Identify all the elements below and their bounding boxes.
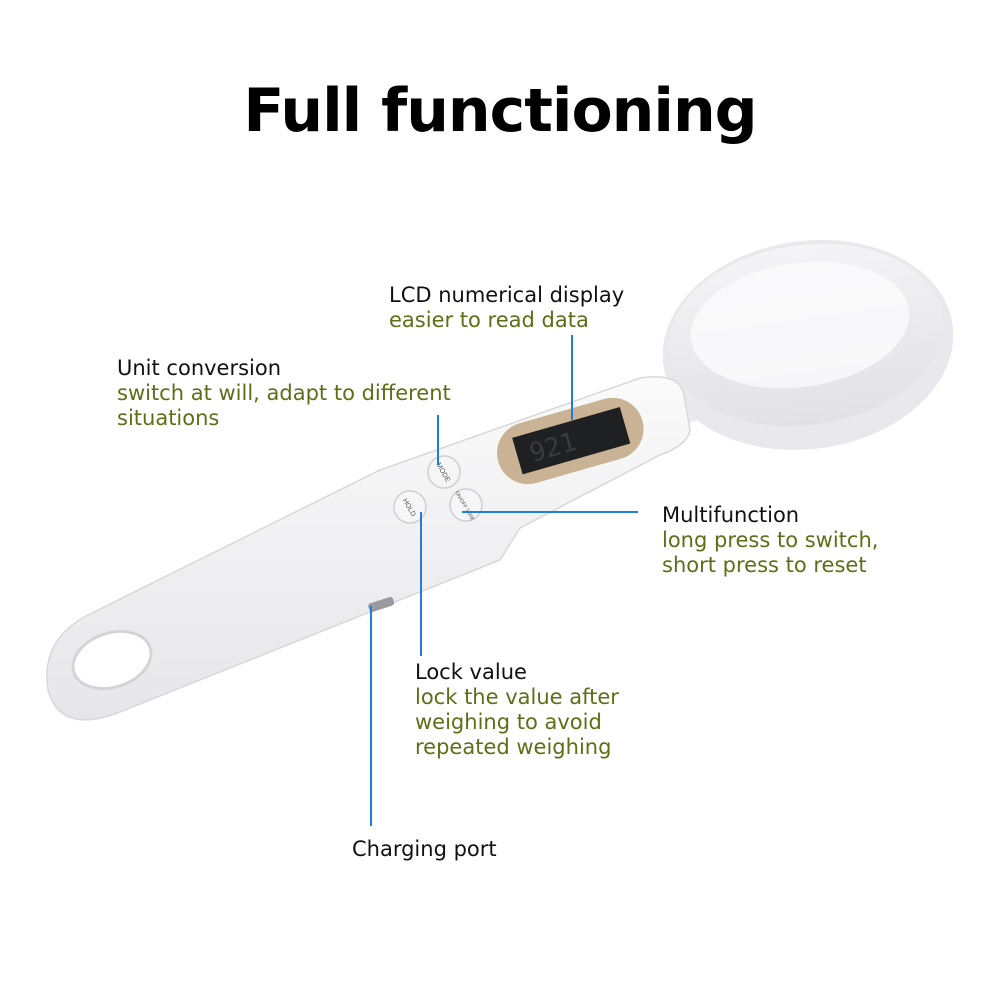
multifunction-callout-line [462,511,638,513]
lcd-callout-line [571,335,573,420]
charging-heading: Charging port [352,837,497,861]
lock-callout: Lock value lock the value after weighing… [415,660,619,760]
multifunction-description-2: short press to reset [662,553,867,577]
unit-description-1: switch at will, adapt to different [117,381,451,405]
lock-description-1: lock the value after [415,685,619,709]
lock-description-3: repeated weighing [415,735,612,759]
multifunction-callout: Multifunction long press to switch, shor… [662,503,878,578]
unit-description-2: situations [117,406,220,430]
hold-button[interactable]: HOLD [393,490,427,524]
lcd-description: easier to read data [389,308,589,332]
charging-callout: Charging port [352,837,497,862]
hanging-hole [71,630,153,690]
tare-button[interactable]: ON/OFF TARE [449,488,483,522]
unit-callout-line [437,415,439,465]
lcd-heading: LCD numerical display [389,283,625,307]
lcd-callout: LCD numerical display easier to read dat… [389,283,624,333]
charging-port [368,596,395,612]
spoon-bowl [662,240,954,450]
multifunction-heading: Multifunction [662,503,800,527]
lock-description-2: weighing to avoid [415,710,602,734]
unit-heading: Unit conversion [117,356,282,380]
lock-callout-line [420,512,422,656]
charging-callout-line [370,606,372,826]
unit-callout: Unit conversion switch at will, adapt to… [117,356,451,431]
mode-button[interactable]: MODE [427,455,461,489]
lock-heading: Lock value [415,660,527,684]
multifunction-description-1: long press to switch, [662,528,879,552]
page-title: Full functioning [243,76,757,146]
lcd-display: 921 [496,397,644,485]
